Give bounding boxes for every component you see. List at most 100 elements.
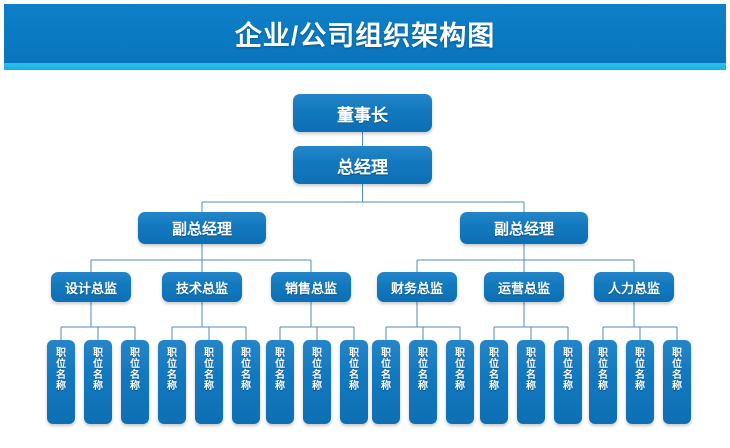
org-leaf-node[interactable]: 职位名称 xyxy=(84,340,112,424)
org-leaf-node[interactable]: 职位名称 xyxy=(663,340,691,424)
org-leaf-label-char: 位 xyxy=(275,359,285,370)
org-leaf-label-char: 职 xyxy=(204,348,214,359)
org-node-label: 副总经理 xyxy=(171,220,232,238)
org-leaf-label-char: 位 xyxy=(56,359,66,370)
org-leaf-label-char: 位 xyxy=(635,359,645,370)
org-leaf-label-char: 名 xyxy=(381,370,391,381)
org-leaf-label-char: 名 xyxy=(418,370,428,381)
org-leaf-label-char: 称 xyxy=(563,381,573,392)
org-leaf-label-char: 职 xyxy=(489,348,499,359)
org-node-d2[interactable]: 技术总监 xyxy=(162,272,242,302)
org-leaf-label-char: 职 xyxy=(672,348,682,359)
org-leaf-label-char: 称 xyxy=(241,381,251,392)
org-node-d3[interactable]: 销售总监 xyxy=(271,272,351,302)
header-accent-bar xyxy=(4,63,726,70)
org-leaf-label-char: 称 xyxy=(418,381,428,392)
org-node-vp2[interactable]: 副总经理 xyxy=(460,212,588,244)
org-leaf-label-char: 职 xyxy=(130,348,140,359)
org-leaf-label-char: 位 xyxy=(455,359,465,370)
org-node-label: 人力总监 xyxy=(607,280,660,296)
org-leaf-label-char: 位 xyxy=(418,359,428,370)
org-leaf-label-char: 名 xyxy=(312,370,322,381)
org-leaf-label-char: 名 xyxy=(275,370,285,381)
org-leaf-label-char: 位 xyxy=(93,359,103,370)
org-leaf-node[interactable]: 职位名称 xyxy=(266,340,294,424)
org-leaf-node[interactable]: 职位名称 xyxy=(195,340,223,424)
org-leaf-node[interactable]: 职位名称 xyxy=(626,340,654,424)
org-leaf-label-char: 称 xyxy=(526,381,536,392)
org-leaf-label-char: 位 xyxy=(167,359,177,370)
org-leaf-label-char: 位 xyxy=(312,359,322,370)
org-leaf-label-char: 称 xyxy=(312,381,322,392)
org-leaf-label-char: 名 xyxy=(489,370,499,381)
org-leaf-label-char: 名 xyxy=(167,370,177,381)
org-node-chairman[interactable]: 董事长 xyxy=(293,94,432,132)
org-leaf-node[interactable]: 职位名称 xyxy=(554,340,582,424)
org-leaf-node[interactable]: 职位名称 xyxy=(446,340,474,424)
org-leaf-node[interactable]: 职位名称 xyxy=(303,340,331,424)
org-leaf-label-char: 位 xyxy=(563,359,573,370)
org-leaf-label-char: 名 xyxy=(241,370,251,381)
org-node-label: 运营总监 xyxy=(497,280,550,296)
org-leaf-node[interactable]: 职位名称 xyxy=(409,340,437,424)
org-leaf-label-char: 职 xyxy=(635,348,645,359)
org-node-d1[interactable]: 设计总监 xyxy=(51,272,131,302)
org-leaf-label-char: 名 xyxy=(635,370,645,381)
org-leaf-label-char: 职 xyxy=(455,348,465,359)
org-leaf-label-char: 名 xyxy=(563,370,573,381)
org-node-label: 技术总监 xyxy=(175,280,228,296)
org-leaf-label-char: 职 xyxy=(381,348,391,359)
page-title: 企业/公司组织架构图 xyxy=(234,21,496,51)
org-leaf-label-char: 称 xyxy=(489,381,499,392)
org-leaf-label-char: 职 xyxy=(418,348,428,359)
org-node-label: 设计总监 xyxy=(64,280,117,296)
org-node-vp1[interactable]: 副总经理 xyxy=(138,212,266,244)
org-leaf-node[interactable]: 职位名称 xyxy=(47,340,75,424)
org-leaf-label-char: 称 xyxy=(93,381,103,392)
org-node-gm[interactable]: 总经理 xyxy=(293,146,432,184)
org-leaf-node[interactable]: 职位名称 xyxy=(517,340,545,424)
org-node-label: 副总经理 xyxy=(493,220,554,238)
org-node-d6[interactable]: 人力总监 xyxy=(594,272,674,302)
org-leaf-label-char: 位 xyxy=(489,359,499,370)
org-leaf-label-char: 位 xyxy=(204,359,214,370)
org-leaf-label-char: 位 xyxy=(349,359,359,370)
org-leaf-label-char: 称 xyxy=(635,381,645,392)
org-leaf-label-char: 职 xyxy=(167,348,177,359)
org-leaf-label-char: 名 xyxy=(56,370,66,381)
org-leaf-label-char: 名 xyxy=(598,370,608,381)
org-leaf-node[interactable]: 职位名称 xyxy=(158,340,186,424)
org-leaf-label-char: 称 xyxy=(204,381,214,392)
org-leaf-label-char: 职 xyxy=(563,348,573,359)
org-leaf-label-char: 职 xyxy=(241,348,251,359)
org-leaf-label-char: 称 xyxy=(598,381,608,392)
org-leaf-label-char: 位 xyxy=(381,359,391,370)
org-leaf-label-char: 职 xyxy=(312,348,322,359)
org-leaf-node[interactable]: 职位名称 xyxy=(121,340,149,424)
org-leaf-node[interactable]: 职位名称 xyxy=(480,340,508,424)
org-leaf-label-char: 称 xyxy=(167,381,177,392)
org-leaf-node[interactable]: 职位名称 xyxy=(589,340,617,424)
org-leaf-label-char: 称 xyxy=(130,381,140,392)
org-leaf-label-char: 名 xyxy=(455,370,465,381)
org-node-d5[interactable]: 运营总监 xyxy=(484,272,564,302)
org-leaf-node[interactable]: 职位名称 xyxy=(372,340,400,424)
org-leaf-node[interactable]: 职位名称 xyxy=(340,340,368,424)
org-leaf-label-char: 称 xyxy=(349,381,359,392)
org-leaf-label-char: 名 xyxy=(93,370,103,381)
org-leaf-label-char: 称 xyxy=(275,381,285,392)
org-leaf-label-char: 职 xyxy=(349,348,359,359)
org-node-label: 财务总监 xyxy=(390,280,443,296)
org-node-label: 董事长 xyxy=(337,105,388,125)
org-leaf-label-char: 名 xyxy=(672,370,682,381)
org-node-d4[interactable]: 财务总监 xyxy=(377,272,457,302)
org-leaf-node[interactable]: 职位名称 xyxy=(232,340,260,424)
org-leaf-label-char: 称 xyxy=(455,381,465,392)
org-leaf-label-char: 位 xyxy=(598,359,608,370)
org-leaf-label-char: 职 xyxy=(275,348,285,359)
org-leaf-label-char: 名 xyxy=(526,370,536,381)
org-leaf-label-char: 称 xyxy=(381,381,391,392)
org-leaf-label-char: 职 xyxy=(526,348,536,359)
